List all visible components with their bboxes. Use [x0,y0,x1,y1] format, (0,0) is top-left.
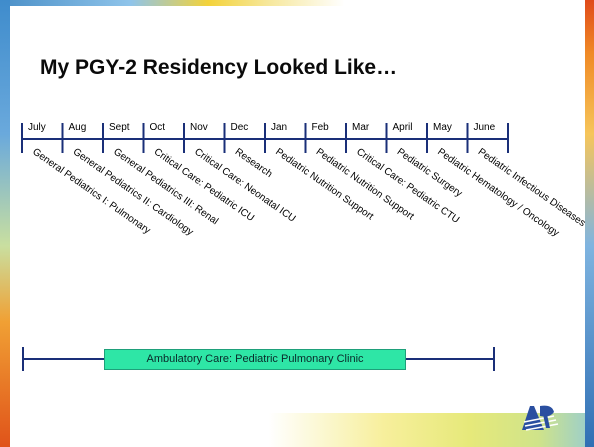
month-label-mar: Mar [352,122,370,133]
month-label-feb: Feb [312,122,330,133]
ashp-logo-icon [522,405,559,431]
month-label-may: May [433,122,452,133]
month-label-jan: Jan [271,122,287,133]
month-label-april: April [393,122,413,133]
month-label-sept: Sept [109,122,130,133]
month-label-dec: Dec [231,122,249,133]
month-label-aug: Aug [69,122,87,133]
bottom-decorative-band [10,413,585,447]
ambulatory-care-box: Ambulatory Care: Pediatric Pulmonary Cli… [104,349,406,370]
month-label-june: June [474,122,496,133]
left-decorative-bar [0,0,10,447]
right-decorative-bar [585,0,594,447]
month-label-nov: Nov [190,122,208,133]
slide-title: My PGY-2 Residency Looked Like… [40,56,398,79]
month-label-oct: Oct [150,122,166,133]
top-decorative-bar [0,0,594,6]
month-label-july: July [28,122,46,133]
